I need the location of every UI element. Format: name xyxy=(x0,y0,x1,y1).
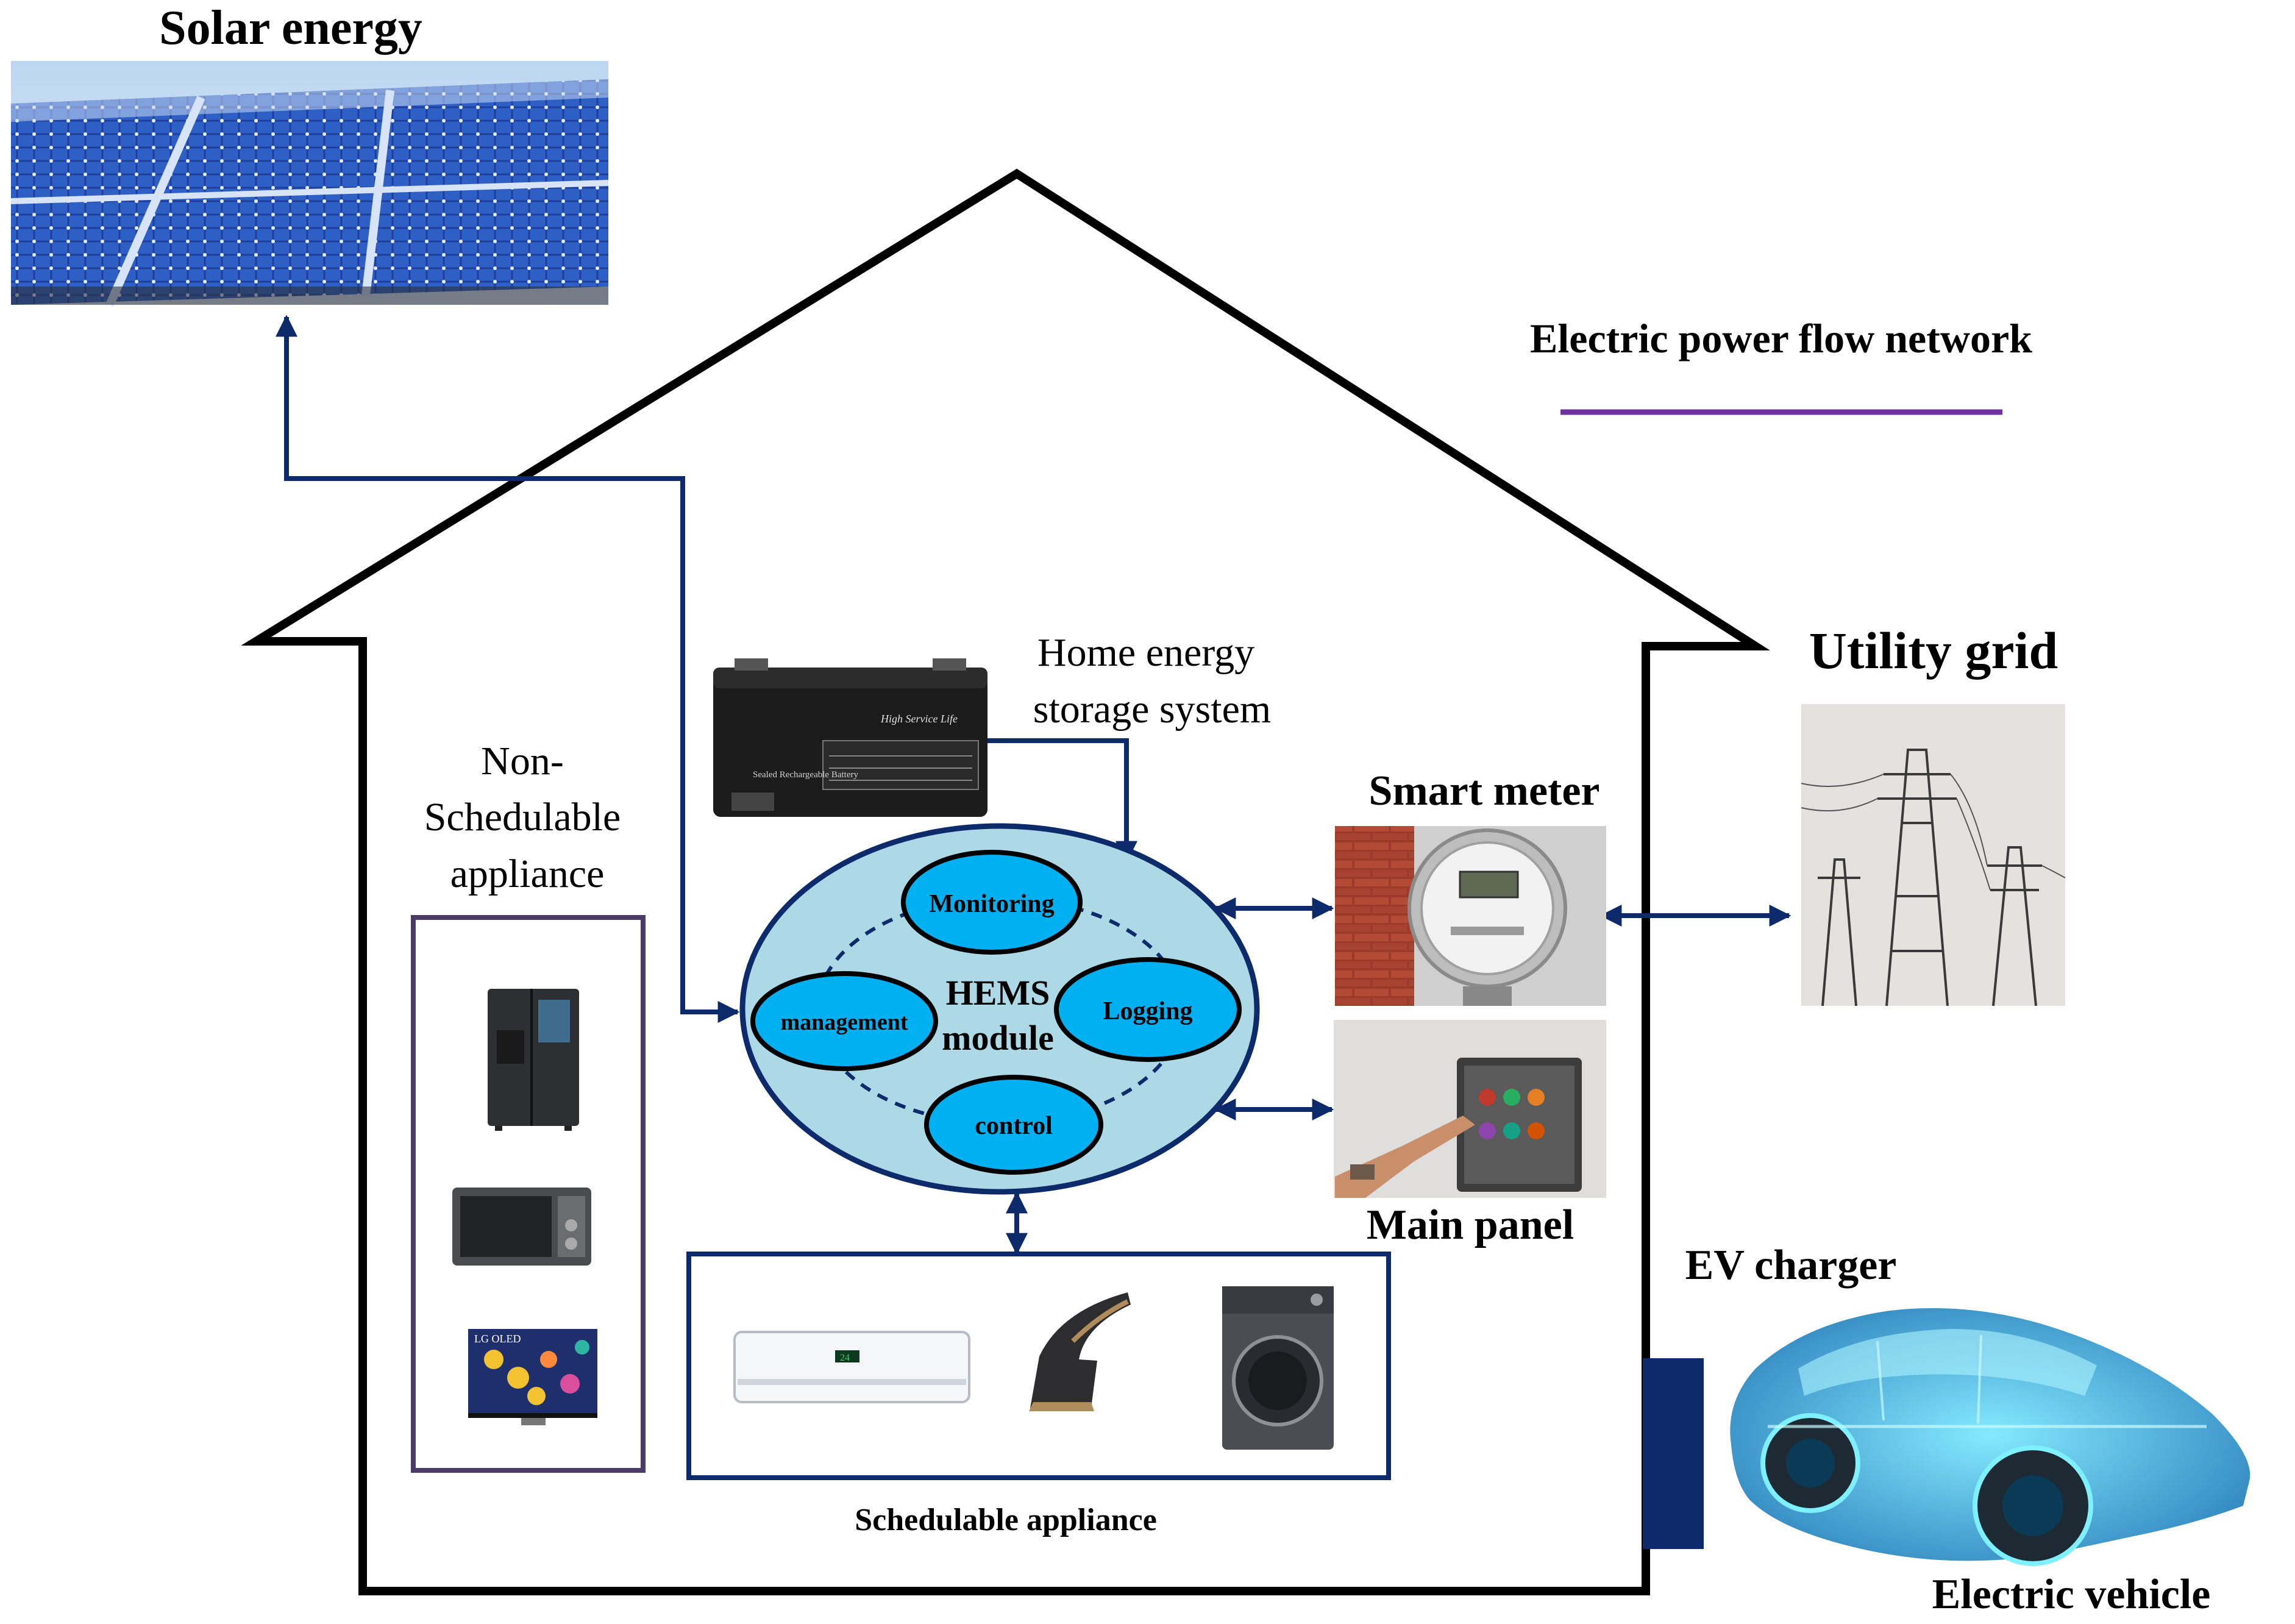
ac-display-text: 24 xyxy=(840,1353,850,1363)
iron-photo xyxy=(1029,1292,1131,1411)
refrigerator-photo xyxy=(488,989,579,1131)
television-photo: LG OLED xyxy=(468,1329,597,1425)
schedulable-box xyxy=(686,1252,1391,1480)
control-label: control xyxy=(975,1112,1053,1140)
storage-label-line2: storage system xyxy=(1033,687,1271,732)
schedulable-label: Schedulable appliance xyxy=(855,1503,1157,1537)
control-node xyxy=(924,1075,1103,1175)
hems-title-line1: HEMS xyxy=(946,973,1050,1013)
non-sched-label-line3: appliance xyxy=(450,852,605,896)
hems-title-line2: module xyxy=(942,1018,1054,1058)
storage-label-line1: Home energy xyxy=(1037,630,1254,675)
logging-label: Logging xyxy=(1103,997,1192,1025)
logging-node xyxy=(1054,957,1242,1062)
solar-panel-photo xyxy=(10,61,609,307)
microwave-photo xyxy=(452,1188,591,1266)
management-label: management xyxy=(781,1010,908,1035)
battery-brand-text: High Service Life xyxy=(880,713,958,725)
main-panel-label: Main panel xyxy=(1367,1202,1574,1248)
solar-flow-arrow xyxy=(276,315,740,1023)
air-conditioner-photo: 24 xyxy=(733,1331,970,1403)
storage-flow-arrow xyxy=(987,738,1137,863)
ev-charger-label: EV charger xyxy=(1685,1242,1897,1289)
monitoring-node xyxy=(901,850,1083,955)
ev-charger-box xyxy=(1643,1358,1704,1549)
smart-meter-photo xyxy=(1335,826,1606,1006)
solar-label: Solar energy xyxy=(159,1,422,55)
management-node xyxy=(750,971,938,1071)
washing-machine-photo xyxy=(1222,1286,1334,1450)
battery-photo xyxy=(713,658,987,817)
battery-label-text: Sealed Rechargeable Battery xyxy=(753,770,858,780)
touch-panel-photo xyxy=(1334,1020,1606,1198)
non-sched-label-line1: Non- xyxy=(481,739,564,783)
non-schedulable-box xyxy=(411,915,646,1473)
monitoring-label: Monitoring xyxy=(929,890,1054,918)
legend-label: Electric power flow network xyxy=(1530,315,2032,361)
utility-grid-label: Utility grid xyxy=(1809,621,2058,680)
electric-vehicle-label: Electric vehicle xyxy=(1932,1571,2211,1618)
smart-meter-label: Smart meter xyxy=(1369,767,1600,814)
non-sched-label-line2: Schedulable xyxy=(424,795,621,839)
hems-module xyxy=(739,823,1260,1195)
electric-car-photo xyxy=(1730,1308,2251,1566)
transmission-tower-photo xyxy=(1801,704,2066,1006)
tv-brand-text: LG OLED xyxy=(474,1333,521,1345)
